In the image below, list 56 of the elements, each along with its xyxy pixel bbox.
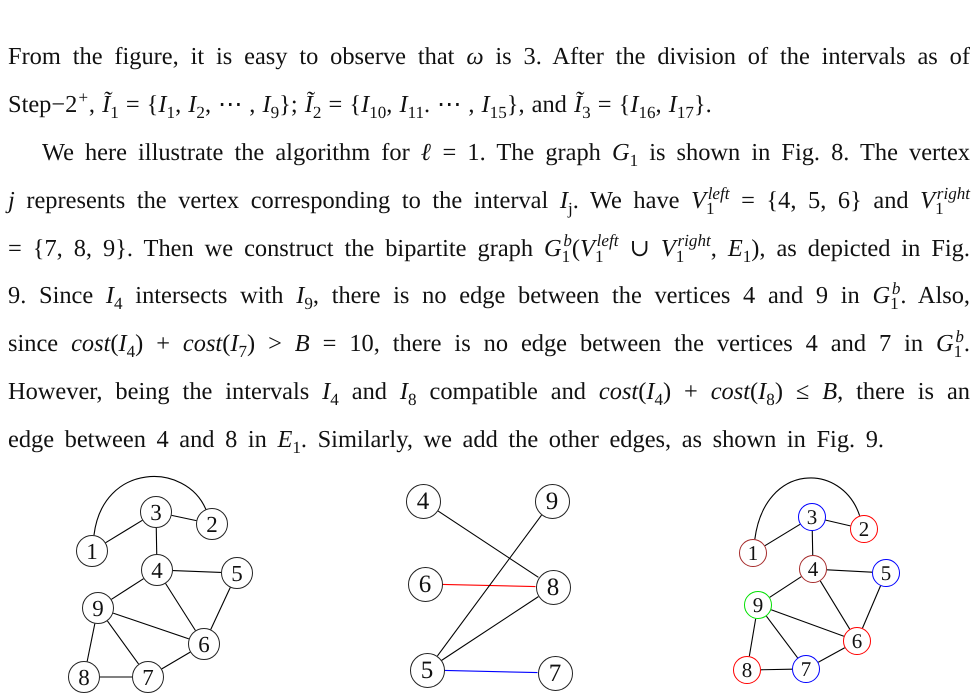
vertex-circle: 2 [850, 515, 878, 543]
edge-line [172, 514, 196, 522]
vertex-circle: 2 [196, 508, 228, 540]
vertex-circle: 5 [221, 557, 253, 589]
vertex-circle: 5 [872, 559, 900, 587]
edge-line [820, 580, 850, 630]
vertex-circle: 4 [141, 554, 173, 586]
vertex-circle: 9 [534, 484, 570, 518]
vertex-circle: 8 [733, 656, 761, 684]
edge-line [441, 596, 539, 661]
edge-line [442, 584, 536, 588]
edge-line [210, 587, 231, 630]
edge-line [818, 647, 845, 663]
edge-line [764, 524, 800, 546]
paragraph-text: From the figure, it is easy to observe that ω is 3. After the division of the intervals as of Step−2$^{+}$, Ĩ$_{1}$ = {I$_{1}$, I$_{2}$, ⋯ , I$_{9}$}; Ĩ$_{2}$ = {I$_{10}$, I$_{11}$. ⋯ , I$_{15}$}, and Ĩ$_{3}$ = {I$_{16}$, I$_{17}$}. [8, 42, 970, 124]
edge-line [761, 668, 792, 670]
vertex-circle: 1 [76, 535, 108, 567]
edge-line [106, 620, 140, 664]
edge-line [100, 676, 132, 678]
edge-line [156, 528, 158, 554]
edge-line [436, 514, 542, 656]
vertex-circle: 8 [536, 570, 570, 604]
vertex-circle: 4 [406, 484, 440, 518]
edge-line [770, 609, 844, 637]
edge-line [766, 616, 798, 658]
vertex-circle: 7 [538, 656, 572, 690]
edge-line [748, 618, 756, 656]
edge-line [769, 576, 802, 598]
edge-line [86, 624, 96, 662]
edge-line [826, 569, 872, 573]
edge-line [172, 570, 222, 573]
vertex-circle: 4 [799, 555, 827, 583]
vertex-circle: 7 [792, 655, 820, 683]
edge-line [162, 652, 190, 670]
edge-line [165, 583, 196, 631]
vertex-circle: 9 [82, 592, 114, 624]
vertex-circle: 3 [798, 503, 826, 531]
vertex-circle: 5 [410, 652, 444, 688]
vertex-circle: 9 [744, 591, 772, 619]
edge-line [862, 586, 882, 628]
vertex-circle: 6 [408, 566, 442, 602]
edge-line [812, 530, 814, 556]
vertex-circle: 1 [739, 539, 767, 567]
edge-line [105, 520, 143, 544]
vertex-circle: 8 [68, 661, 100, 693]
edge-line [111, 578, 144, 600]
vertex-circle: 7 [132, 661, 164, 693]
vertex-circle: 6 [188, 628, 220, 660]
edge-line [444, 670, 538, 674]
edge-line [93, 476, 206, 536]
edge-line [754, 478, 860, 540]
edge-line [437, 510, 539, 578]
edge-line [112, 612, 190, 640]
edge-line [826, 520, 850, 526]
vertex-circle: 3 [140, 496, 172, 528]
vertex-circle: 6 [843, 627, 871, 655]
